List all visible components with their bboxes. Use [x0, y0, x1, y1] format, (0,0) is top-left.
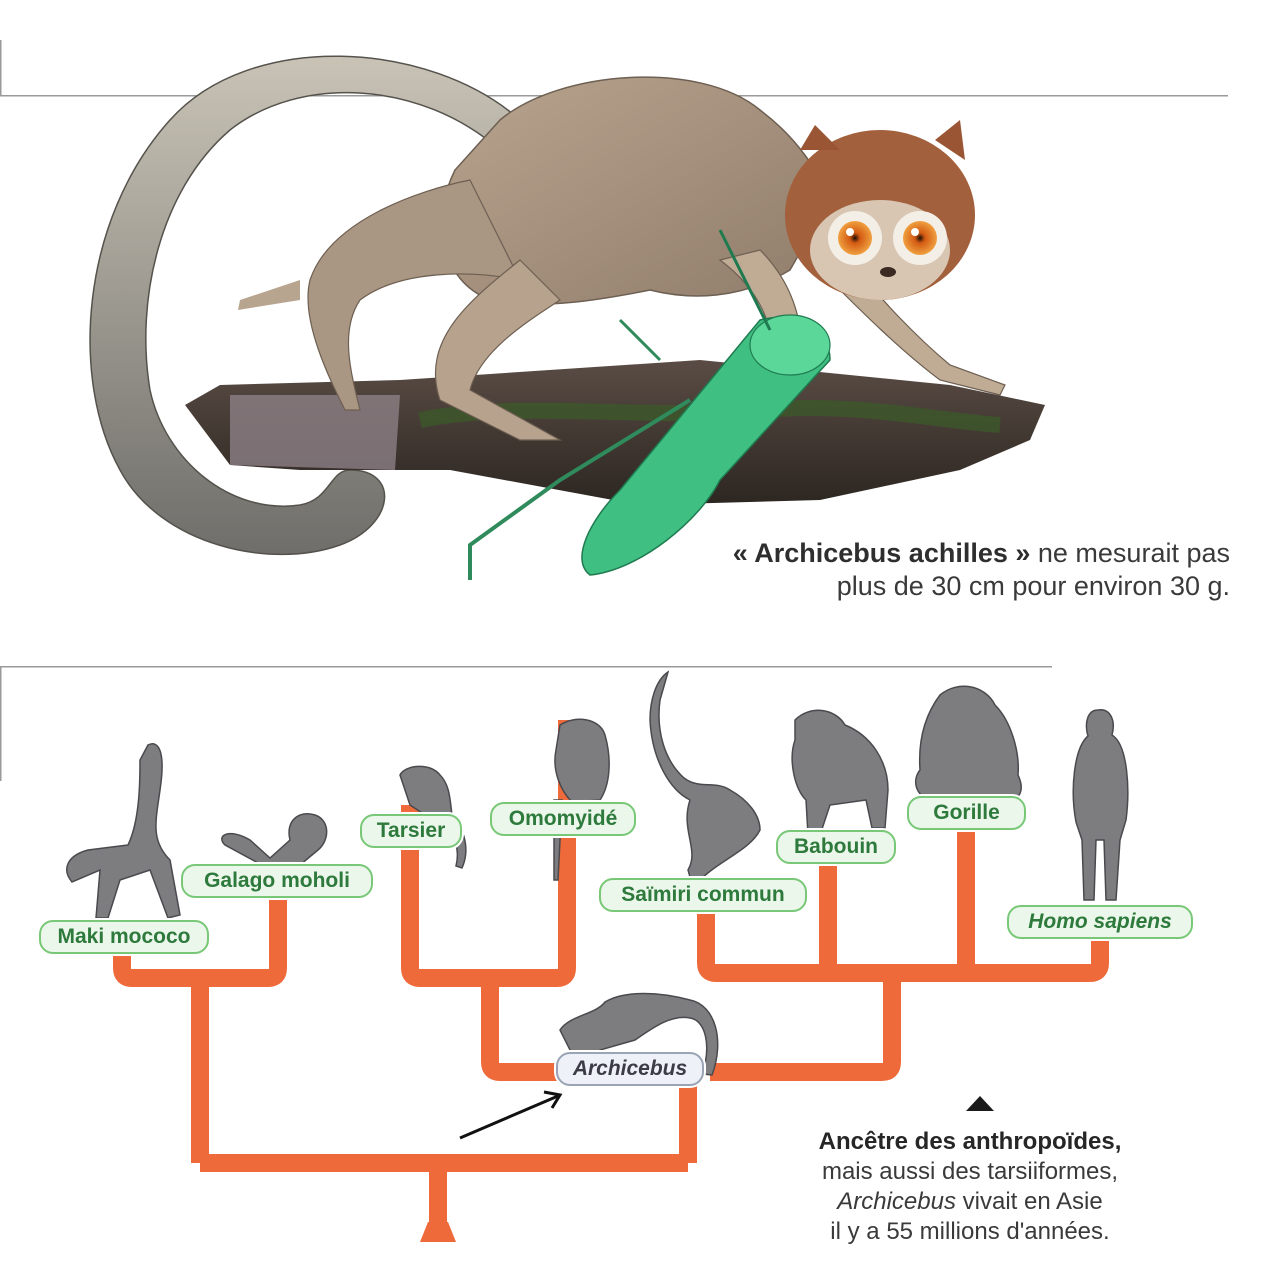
label-galago: Galago moholi [181, 864, 373, 898]
tail-shape [89, 55, 521, 556]
animal-silhouettes [66, 670, 1129, 1076]
insect-prey [468, 229, 831, 580]
caption-title: Ancêtre des anthropoïdes, [818, 1128, 1122, 1155]
galago-silhouette [221, 813, 328, 866]
phylogenetic-tree [0, 666, 1129, 1242]
pointer-triangle-icon [966, 1096, 994, 1111]
label-omomyide: Omomyidé [490, 802, 636, 836]
homo-silhouette [1072, 709, 1129, 901]
saimiri-silhouette [649, 670, 761, 886]
archicebus-illustration [0, 40, 1228, 580]
tree-branches [113, 720, 1109, 1232]
caption-line2: mais aussi des tarsiiformes, [821, 1158, 1119, 1185]
omomyide-silhouette [553, 718, 610, 881]
tree-caption: Ancêtre des anthropoïdes, mais aussi des… [770, 1127, 1170, 1247]
caption-line4: il y a 55 millions d'années. [830, 1218, 1110, 1245]
label-gorille: Gorille [907, 796, 1026, 830]
label-saimiri: Saïmiri commun [599, 878, 807, 912]
label-maki: Maki mococo [39, 920, 209, 954]
caption-genus: Archicebus [837, 1188, 956, 1215]
label-tarsier: Tarsier [360, 814, 462, 848]
branch-log [185, 360, 1045, 505]
animal-body [441, 76, 831, 305]
species-name: « Archicebus achilles » [732, 538, 1031, 568]
caption-line1-rest: ne mesurait pas [1030, 538, 1230, 568]
arrow-icon [459, 1090, 563, 1140]
label-babouin: Babouin [776, 830, 896, 864]
caption-line2: plus de 30 cm pour environ 30 g. [836, 571, 1230, 601]
eye-icon [838, 221, 872, 255]
maki-silhouette [66, 743, 181, 919]
gorille-silhouette [914, 685, 1022, 801]
caption-line3-rest: vivait en Asie [955, 1188, 1103, 1215]
illustration-caption: « Archicebus achilles » ne mesurait pas … [600, 537, 1230, 603]
babouin-silhouette [791, 709, 889, 836]
label-homo-sapiens: Homo sapiens [1007, 905, 1193, 939]
label-archicebus: Archicebus [556, 1052, 704, 1086]
archicebus-silhouette [559, 992, 719, 1076]
